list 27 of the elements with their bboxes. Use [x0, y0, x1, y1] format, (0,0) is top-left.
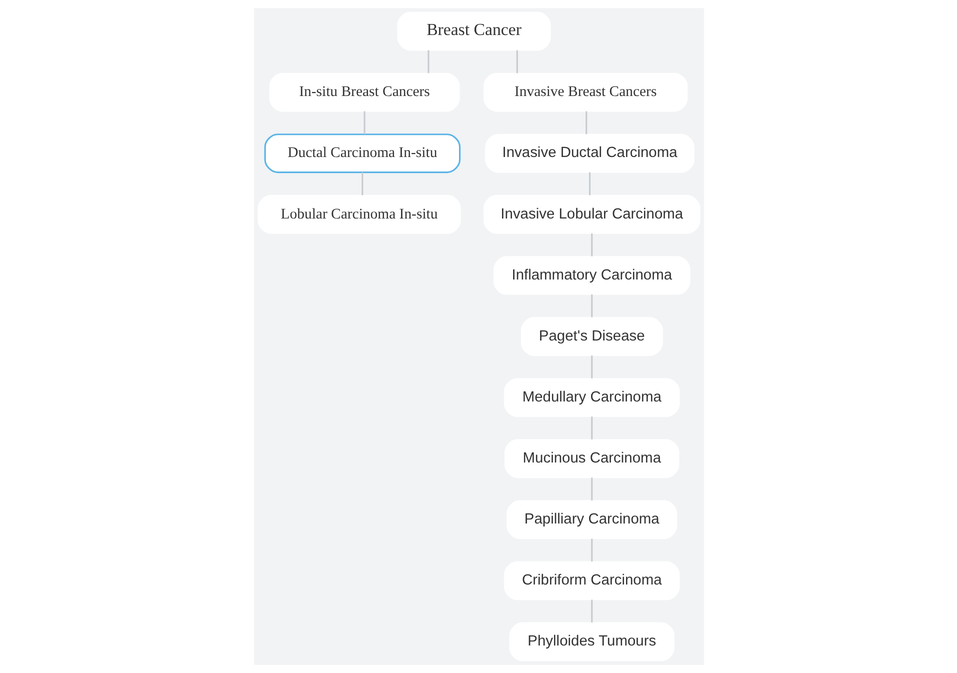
connector [590, 416, 592, 440]
node-box: Medullary Carcinoma [504, 378, 680, 418]
connector [585, 111, 587, 134]
connector [588, 172, 590, 196]
node-box: Invasive Lobular Carcinoma [482, 194, 700, 234]
node-box: Invasive Breast Cancers [482, 72, 688, 112]
node-box: Lobular Carcinoma In-situ [257, 194, 460, 234]
connector [516, 50, 518, 74]
node-box: In-situ Breast Cancers [268, 72, 460, 112]
node-box: Cribriform Carcinoma [504, 561, 680, 600]
connector [590, 355, 592, 378]
node-box: Phylloides Tumours [508, 622, 674, 662]
connector [363, 111, 365, 134]
connector [590, 294, 592, 318]
node-box: Ductal Carcinoma In-situ [264, 134, 460, 174]
connector [361, 172, 363, 196]
node-box: Papilliary Carcinoma [506, 500, 677, 540]
node-box: Paget's Disease [520, 317, 662, 356]
node-box: Breast Cancer [396, 12, 550, 51]
connector [590, 600, 592, 623]
node-box: Invasive Ductal Carcinoma [484, 134, 694, 173]
connector [590, 478, 592, 500]
connector [590, 538, 592, 562]
node-box: Inflammatory Carcinoma [492, 256, 690, 295]
connector [590, 233, 592, 256]
connector [427, 50, 429, 74]
node-box: Mucinous Carcinoma [504, 439, 679, 478]
